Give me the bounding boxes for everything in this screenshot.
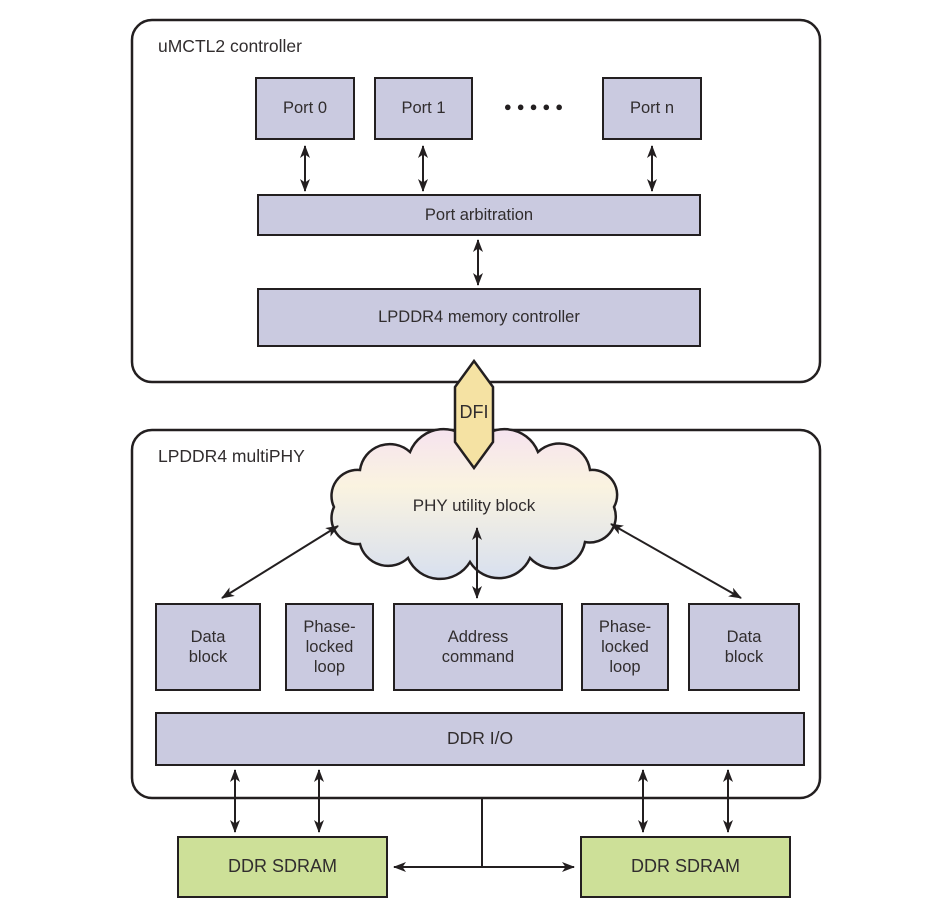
ports-ellipsis-dots: ●●●●● — [503, 99, 569, 114]
dfi-label: DFI — [459, 402, 489, 422]
arrow-cloud-datablock-right — [610, 523, 742, 599]
multiphy-container-title: LPDDR4 multiPHY — [158, 446, 305, 466]
portn-block: Port n — [602, 77, 702, 140]
arrow-cloud-datablock-left — [221, 525, 339, 599]
data-block-right: Data block — [688, 603, 800, 691]
dfi-interface-arrow-shape — [453, 358, 495, 471]
umctl2-container-title: uMCTL2 controller — [158, 36, 302, 56]
lpddr4-memory-controller-block: LPDDR4 memory controller — [257, 288, 701, 347]
phase-locked-loop-left: Phase-locked loop — [285, 603, 374, 691]
phy-utility-cloud-shape — [330, 427, 619, 581]
data-block-left: Data block — [155, 603, 261, 691]
address-command-block: Address command — [393, 603, 563, 691]
ddr-io-block: DDR I/O — [155, 712, 805, 766]
phy-utility-block-label: PHY utility block — [412, 496, 536, 515]
ddr-sdram-right-block: DDR SDRAM — [580, 836, 791, 898]
phase-locked-loop-right: Phase-locked loop — [581, 603, 669, 691]
port-arbitration-block: Port arbitration — [257, 194, 701, 236]
ddr-sdram-left-block: DDR SDRAM — [177, 836, 388, 898]
port0-block: Port 0 — [255, 77, 355, 140]
port1-block: Port 1 — [374, 77, 473, 140]
